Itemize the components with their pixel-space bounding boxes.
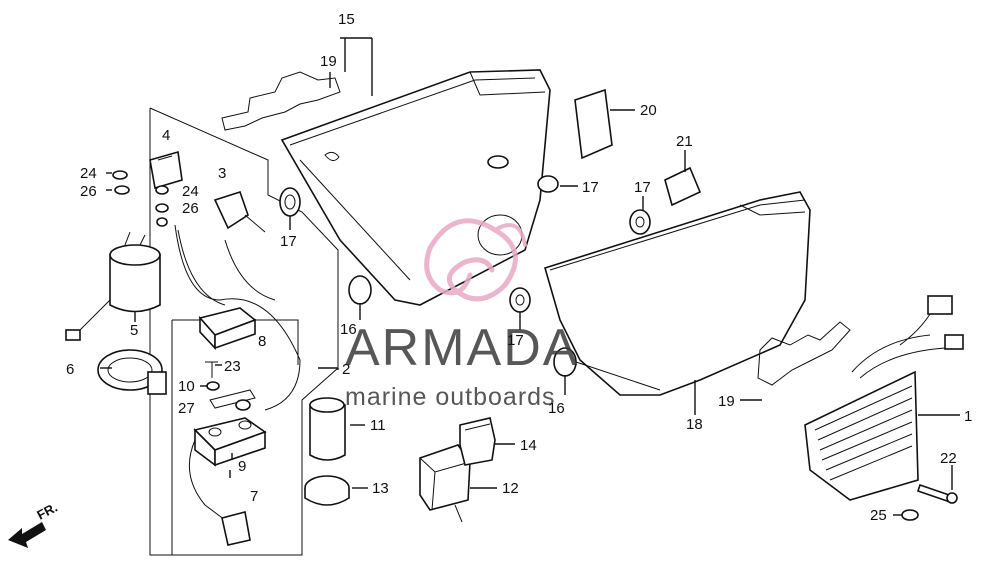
- washers: [112, 170, 169, 227]
- callout-17-a: 17: [582, 179, 599, 196]
- callout-17-b: 17: [634, 179, 651, 196]
- component-8: [198, 307, 257, 351]
- component-11: [309, 397, 346, 461]
- callout-17-d: 17: [507, 332, 524, 349]
- decal-21: [664, 166, 702, 207]
- bolt-22: [916, 483, 958, 504]
- callout-1: 1: [964, 408, 972, 425]
- clamp-6: [97, 349, 167, 395]
- callout-13: 13: [372, 480, 389, 497]
- component-14: [459, 417, 496, 466]
- wire-harness: [174, 224, 301, 521]
- watermark-brand: ARMADA: [345, 319, 579, 377]
- callout-21: 21: [676, 133, 693, 150]
- callout-3: 3: [218, 165, 226, 182]
- callout-2: 2: [342, 361, 350, 378]
- callout-12: 12: [502, 480, 519, 497]
- callout-19-bottom: 19: [718, 393, 735, 410]
- front-direction-arrow: [8, 522, 46, 548]
- callout-7: 7: [250, 488, 258, 505]
- regulator-rectifier: [804, 295, 964, 501]
- component-9: [193, 417, 267, 467]
- callout-19-top: 19: [320, 53, 337, 70]
- callout-26-b: 26: [182, 200, 199, 217]
- watermark-logo-icon: [424, 218, 527, 302]
- watermark-tagline: marine outboards: [345, 383, 556, 411]
- callout-27: 27: [178, 400, 195, 417]
- callout-labels: 15 19 20 21 17 17 17 17 16 16 18 19 1 22…: [34, 11, 972, 524]
- callout-16-a: 16: [340, 321, 357, 338]
- callout-23: 23: [224, 358, 241, 375]
- callout-11: 11: [370, 417, 386, 434]
- screw-23: [205, 361, 218, 378]
- callout-26-a: 26: [80, 183, 97, 200]
- callout-25: 25: [870, 507, 887, 524]
- callout-10: 10: [178, 378, 195, 395]
- callout-8: 8: [258, 333, 266, 350]
- component-3: [213, 191, 266, 233]
- washer-10: [206, 381, 220, 391]
- callout-22: 22: [940, 450, 957, 467]
- decal-20: [574, 88, 613, 160]
- callout-6: 6: [66, 361, 74, 378]
- bracket-27: [209, 389, 256, 411]
- callout-24-a: 24: [80, 165, 97, 182]
- component-4: [149, 150, 183, 190]
- left-emblem: [221, 71, 341, 131]
- left-side-cover: [280, 69, 551, 306]
- callout-16-b: 16: [548, 400, 565, 417]
- callout-4: 4: [162, 127, 170, 144]
- direction-label: FR.: [34, 500, 60, 523]
- component-12: [419, 444, 471, 523]
- connector-bottom: [221, 511, 251, 546]
- leader-lines: [100, 37, 960, 516]
- right-side-cover: [544, 191, 811, 396]
- callout-24-b: 24: [182, 183, 199, 200]
- callout-18: 18: [686, 416, 703, 433]
- capacitor-5: [65, 231, 161, 341]
- nut-25: [901, 509, 919, 521]
- callout-5: 5: [130, 322, 138, 339]
- callout-15: 15: [338, 11, 355, 28]
- callout-20: 20: [640, 102, 657, 119]
- right-emblem: [757, 321, 851, 386]
- callout-9: 9: [238, 458, 246, 475]
- component-13: [304, 475, 350, 506]
- callout-17-c: 17: [280, 233, 297, 250]
- grommets: [279, 155, 651, 377]
- callout-14: 14: [520, 437, 537, 454]
- watermark: ARMADA marine outboards: [345, 218, 579, 411]
